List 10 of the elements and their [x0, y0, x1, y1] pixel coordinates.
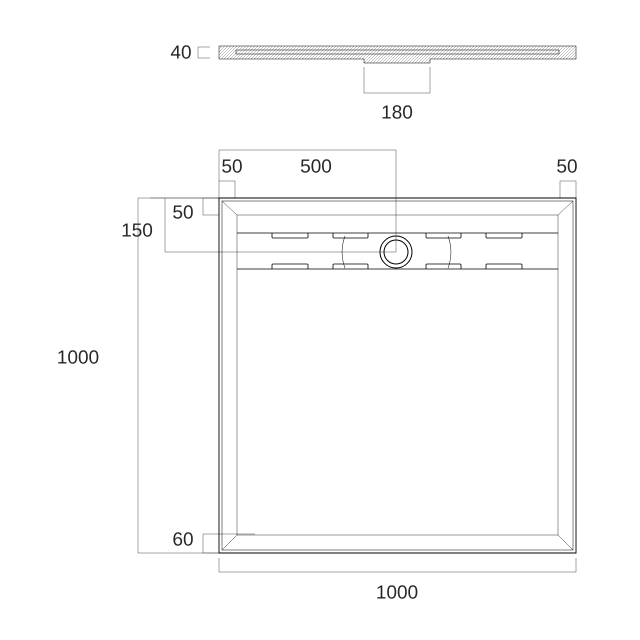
dimension-label: 50 — [173, 205, 193, 219]
dimension-label: 50 — [222, 159, 242, 173]
dimension-label: 1000 — [377, 585, 418, 599]
dimension-label: 40 — [170, 45, 191, 59]
dimension-label: 150 — [122, 223, 152, 237]
dimension-label: 1000 — [58, 350, 98, 364]
dimension-label: 60 — [173, 532, 193, 546]
dimension-label: 50 — [557, 159, 577, 173]
dimension-label: 180 — [382, 105, 412, 119]
dimension-label: 500 — [300, 159, 332, 173]
